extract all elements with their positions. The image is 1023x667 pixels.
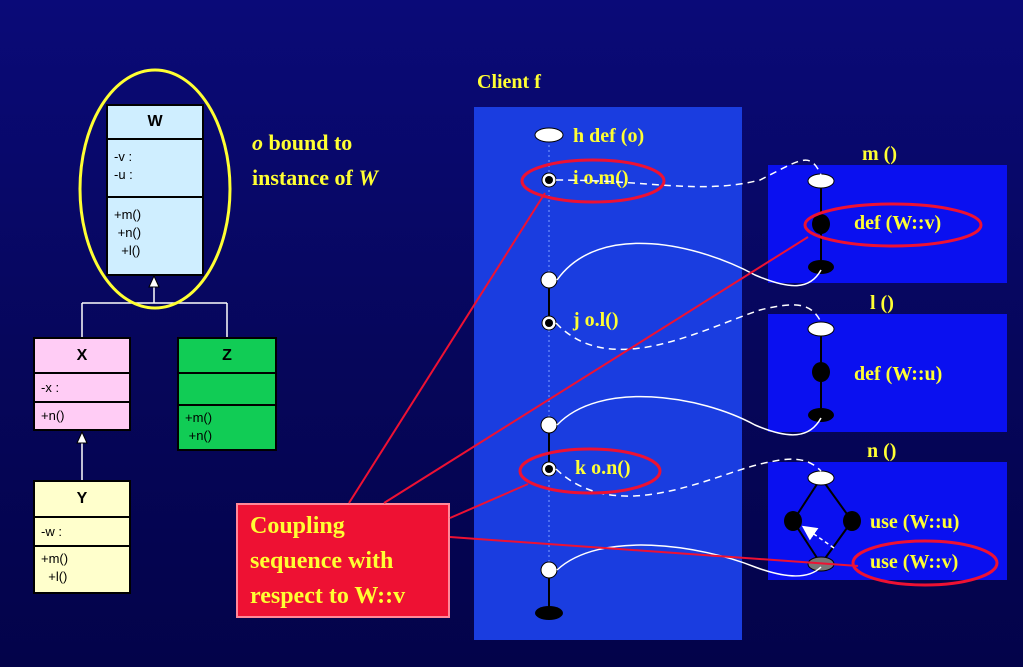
class-w: W -v : -u : +m() +n() +l() (106, 104, 204, 276)
class-w-methods: +m() +n() +l() (114, 207, 142, 258)
method-m-exit-node (808, 260, 834, 274)
method-n-use2-label: use (W::v) (870, 551, 959, 573)
client-title: Client f (477, 71, 541, 93)
binding-note-line2-pre: instance of (252, 165, 359, 190)
class-y-attributes: -w : (35, 518, 129, 547)
client-node-k (541, 461, 557, 477)
method-l-entry-node (807, 321, 835, 337)
method-n-panel (768, 462, 1007, 580)
highlight-def-wv (803, 202, 983, 248)
method-n-entry-node (807, 470, 835, 486)
method-m-def-node (812, 214, 830, 234)
coupling-sequence-box: Coupling sequence with respect to W::v (236, 503, 450, 618)
method-n-use1-label: use (W::u) (870, 511, 960, 533)
class-x: X -x : +n() (33, 337, 131, 431)
binding-note-o: o (252, 130, 263, 155)
return-edges (556, 242, 822, 577)
class-y-methods: +m() +l() (41, 551, 69, 584)
class-y: Y -w : +m() +l() (33, 480, 131, 594)
binding-note-line1: o bound to (252, 130, 352, 156)
inheritance-arrow-w (148, 274, 160, 288)
class-w-attributes: -v : -u : (108, 140, 202, 198)
node-i-label: i o.m() (573, 167, 629, 189)
class-x-name: X (35, 339, 129, 374)
class-z-name: Z (179, 339, 275, 374)
node-j-label: j o.l() (573, 309, 619, 331)
highlight-i-om (520, 158, 666, 204)
method-n-use-arrow (801, 525, 835, 549)
method-l-def-node (812, 362, 830, 382)
method-n-use-u-node-right (843, 511, 861, 531)
class-w-name: W (108, 106, 202, 140)
node-h-label: h def (o) (573, 125, 645, 147)
client-node-return-n (540, 561, 558, 579)
client-node-i (541, 172, 557, 188)
method-l-def-label: def (W::u) (854, 363, 943, 385)
class-z-methods: +m() +n() (185, 410, 213, 443)
coupling-connectors (348, 192, 859, 567)
class-z: Z +m() +n() (177, 337, 277, 451)
method-l-exit-node (808, 408, 834, 422)
client-node-return-m (540, 271, 558, 289)
class-x-attributes: -x : (35, 374, 129, 403)
client-node-return-l (540, 416, 558, 434)
node-k-label: k o.n() (575, 457, 631, 479)
inheritance-connectors (81, 287, 228, 480)
method-m-entry-node (807, 173, 835, 189)
coupling-highlights (518, 158, 999, 587)
client-node-j (541, 315, 557, 331)
coupling-line2: sequence with (250, 548, 394, 574)
class-y-name: Y (35, 482, 129, 518)
method-m-name: m () (862, 143, 897, 165)
binding-note-line1-rest: bound to (263, 130, 353, 155)
method-l-name: l () (870, 292, 894, 314)
method-n-use-u-node-left (784, 511, 802, 531)
highlight-k-on (518, 447, 662, 495)
method-m-def-label: def (W::v) (854, 212, 942, 234)
coupling-line3: respect to W::v (250, 583, 406, 609)
method-l-panel (768, 314, 1007, 432)
client-node-h (534, 127, 564, 143)
highlight-use-wv (851, 539, 999, 587)
method-m-panel (768, 165, 1007, 283)
method-n-name: n () (867, 440, 897, 462)
binding-note-line2: instance of W (252, 165, 378, 191)
coupling-line1: Coupling (250, 513, 345, 539)
class-w-highlight-ellipse (78, 68, 232, 310)
class-z-attributes (179, 374, 275, 406)
inheritance-arrow-x (76, 430, 88, 444)
binding-note-w: W (358, 165, 378, 190)
client-node-exit (535, 606, 563, 620)
call-edges (555, 159, 822, 497)
class-x-methods: +n() (41, 408, 65, 423)
